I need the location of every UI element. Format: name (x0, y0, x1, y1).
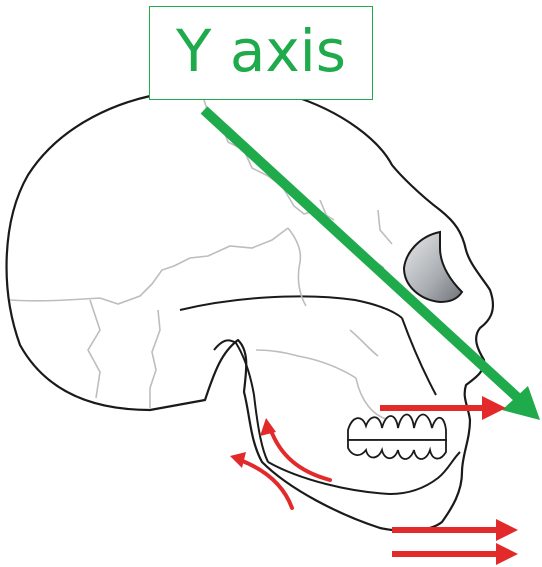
y-axis-label-box: Y axis (149, 6, 373, 100)
y-axis-label: Y axis (176, 22, 346, 80)
mandible-growth-arrow-lower (392, 543, 518, 565)
